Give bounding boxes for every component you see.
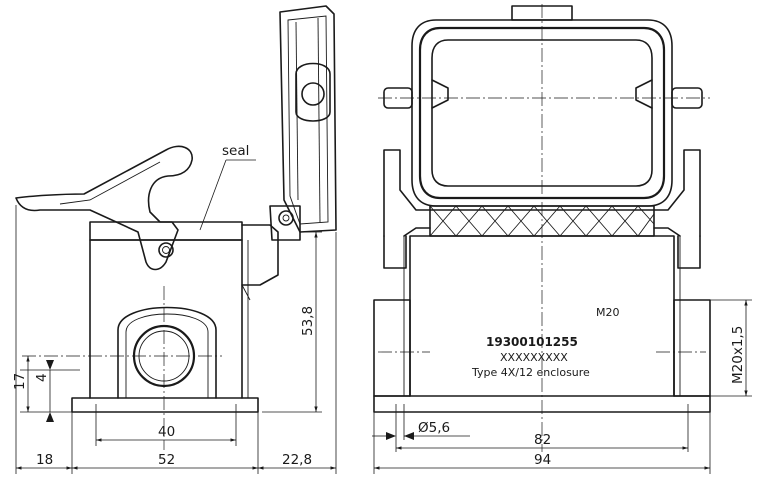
dim-53-8-text: 53,8 (300, 306, 316, 336)
front-right-clamp (653, 227, 701, 269)
side-lever-ridge (59, 161, 161, 205)
side-lever-pivot (158, 242, 174, 258)
front-left-notch (431, 79, 449, 109)
side-cover-inner (287, 15, 329, 225)
dim-hole-arrow-left (386, 432, 396, 440)
seal-label: seal (222, 143, 249, 159)
front-seal-pattern (429, 205, 655, 237)
side-cover-rib (295, 21, 299, 201)
dim-hole-text: Ø5,6 (418, 420, 450, 436)
dim-18-text: 18 (36, 452, 53, 468)
side-top-band (89, 221, 243, 241)
side-view-dimensions: 40 18 52 22,8 53,8 17 4 (12, 205, 337, 474)
part-number-mark: 19300101255 (486, 335, 578, 349)
side-hinge-knuckle (269, 205, 301, 241)
dim-40-text: 40 (158, 424, 175, 440)
front-cover-inner (431, 39, 653, 187)
side-hinge-bracket (241, 224, 279, 286)
side-locking-lever (15, 145, 193, 271)
dim-4-arrow-bottom (46, 412, 54, 422)
side-hinge-pin-inner (282, 214, 290, 222)
front-left-clamp (383, 227, 431, 269)
dim-52-text: 52 (158, 452, 175, 468)
side-cover-boss-hole (301, 82, 325, 106)
side-entry-arch-inner (125, 313, 209, 398)
front-cover-outer (411, 19, 673, 207)
side-cover-boss (295, 62, 331, 122)
dim-82-text: 82 (534, 432, 551, 448)
front-right-boss (673, 299, 711, 397)
side-lever-pivot-inner (162, 246, 170, 254)
side-base-plate (71, 397, 259, 413)
dim-22-8-text: 22,8 (282, 452, 312, 468)
front-cover-frame (418, 26, 666, 200)
dim-4-text: 4 (34, 373, 50, 382)
port-size-mark: M20 (596, 306, 620, 319)
side-body (89, 239, 243, 399)
side-entry-arch (117, 306, 217, 399)
dim-4-arrow-top (46, 360, 54, 370)
front-left-boss (373, 299, 411, 397)
seal-leader (199, 159, 227, 231)
dim-thread-text: M20x1,5 (730, 326, 746, 384)
side-hinge-strut (241, 284, 251, 301)
dim-17-text: 17 (12, 373, 28, 390)
front-view: M20 19300101255 XXXXXXXXX Type 4X/12 enc… (373, 4, 711, 452)
enclosure-type-mark: Type 4X/12 enclosure (471, 366, 590, 379)
side-view: seal (15, 5, 337, 450)
dim-94-text: 94 (534, 452, 551, 468)
side-open-cover (279, 5, 337, 233)
front-right-notch (635, 79, 653, 109)
front-view-dimensions: Ø5,6 82 94 M20x1,5 (372, 299, 752, 474)
serial-placeholder-mark: XXXXXXXXX (500, 351, 568, 364)
